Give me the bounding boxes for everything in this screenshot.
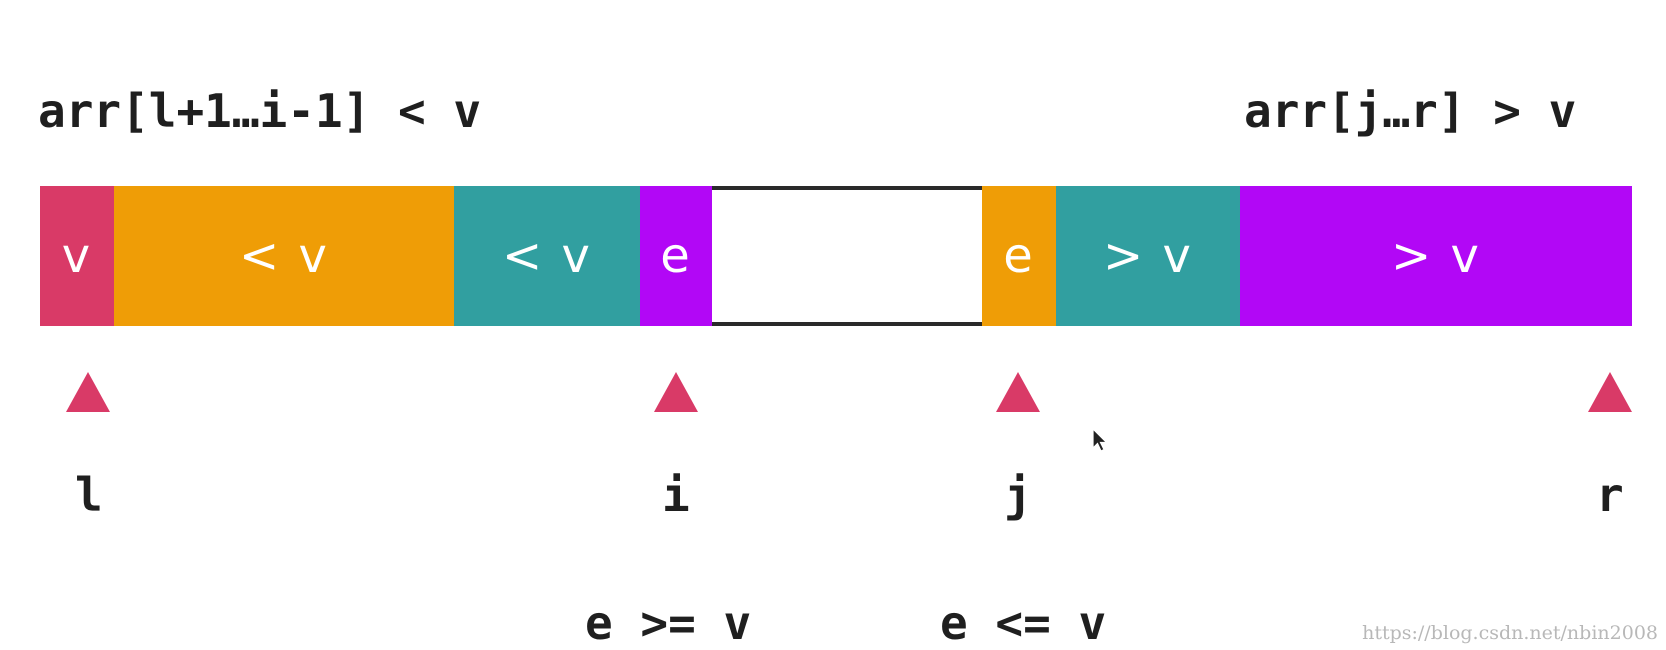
segment-greater-than-1: > v bbox=[1056, 186, 1240, 326]
segment-greater-than-2: > v bbox=[1240, 186, 1632, 326]
pointer-label-l: l bbox=[75, 468, 103, 522]
mouse-cursor-icon bbox=[1092, 428, 1108, 452]
pointer-j-triangle-icon bbox=[996, 372, 1040, 412]
condition-at-j: e <= v bbox=[940, 596, 1107, 650]
segment-less-than-1: < v bbox=[114, 186, 454, 326]
segment-element-j: e bbox=[982, 186, 1056, 326]
pointer-label-i: i bbox=[662, 468, 690, 522]
pointer-r-triangle-icon bbox=[1588, 372, 1632, 412]
watermark-url: https://blog.csdn.net/nbin2008 bbox=[1362, 622, 1658, 644]
left-range-label: arr[l+1…i-1] < v bbox=[38, 84, 482, 138]
pointer-label-j: j bbox=[1004, 468, 1032, 522]
condition-at-i: e >= v bbox=[585, 596, 752, 650]
pointer-l-triangle-icon bbox=[66, 372, 110, 412]
pointer-i-triangle-icon bbox=[654, 372, 698, 412]
segment-less-than-2: < v bbox=[454, 186, 640, 326]
segment-pivot: v bbox=[40, 186, 114, 326]
right-range-label: arr[j…r] > v bbox=[1244, 84, 1577, 138]
segment-element-i: e bbox=[640, 186, 712, 326]
segment-unprocessed bbox=[712, 186, 982, 326]
pointer-label-r: r bbox=[1596, 468, 1624, 522]
